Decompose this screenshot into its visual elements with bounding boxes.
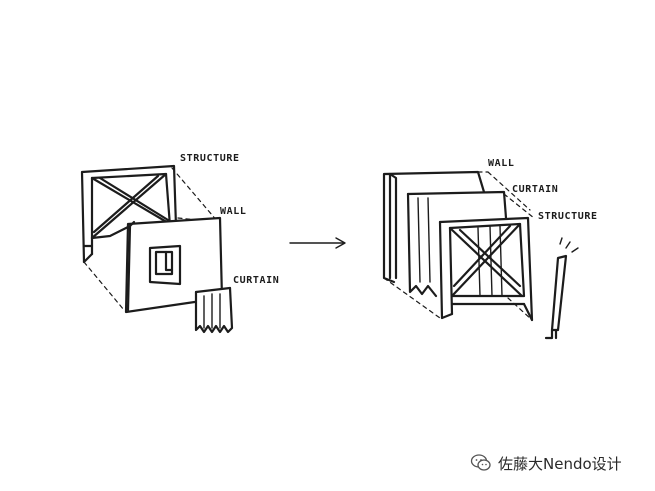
left-exploded-group: STRUCTURE WALL CURTAIN xyxy=(80,153,279,334)
wechat-icon xyxy=(470,454,491,471)
scale-figure xyxy=(544,237,579,340)
right-structure-label: STRUCTURE xyxy=(538,211,598,222)
left-wall-label: WALL xyxy=(220,206,246,217)
right-curtain-label: CURTAIN xyxy=(512,184,558,195)
right-wall-label: WALL xyxy=(488,158,514,169)
right-assembled-group: WALL CURTAIN STRUCTURE xyxy=(382,158,598,340)
right-structure-frame xyxy=(438,216,534,322)
right-projection-lines xyxy=(383,171,535,321)
left-structure-frame xyxy=(80,164,180,264)
watermark: 佐藤大Nendo设计 xyxy=(470,451,622,475)
watermark-text: 佐藤大Nendo设计 xyxy=(498,454,622,473)
left-curtain xyxy=(194,286,234,334)
left-curtain-label: CURTAIN xyxy=(233,275,279,286)
left-structure-label: STRUCTURE xyxy=(180,153,240,164)
transform-arrow xyxy=(289,237,346,249)
